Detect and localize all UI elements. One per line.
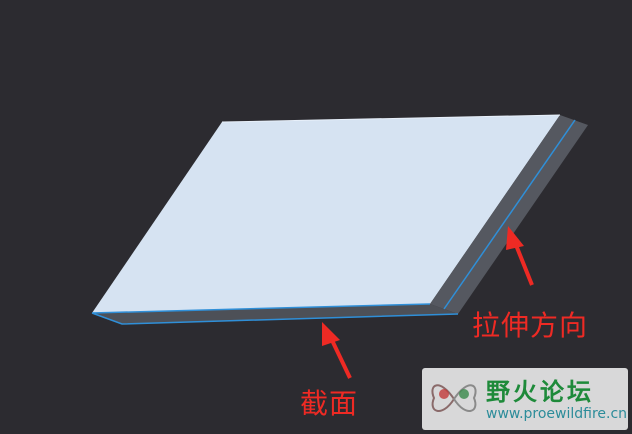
butterfly-logo-icon	[431, 384, 477, 412]
watermark-title: 野火论坛	[486, 378, 594, 406]
section-edge-lower[interactable]	[91, 312, 459, 325]
section-label: 截面	[300, 387, 359, 420]
extrude-direction-label: 拉伸方向	[472, 309, 589, 342]
watermark: 野火论坛 www.proewildfire.cn	[422, 368, 628, 430]
section-edge[interactable]	[91, 303, 431, 314]
extrude-edge[interactable]	[443, 119, 576, 310]
watermark-url: www.proewildfire.cn	[486, 406, 628, 422]
plate-top-edge-highlight	[221, 114, 561, 123]
plate-top-face[interactable]	[92, 115, 560, 313]
red-arrow-icon	[506, 226, 534, 286]
red-arrow-icon	[322, 322, 352, 379]
plate-front-face[interactable]	[92, 304, 458, 324]
